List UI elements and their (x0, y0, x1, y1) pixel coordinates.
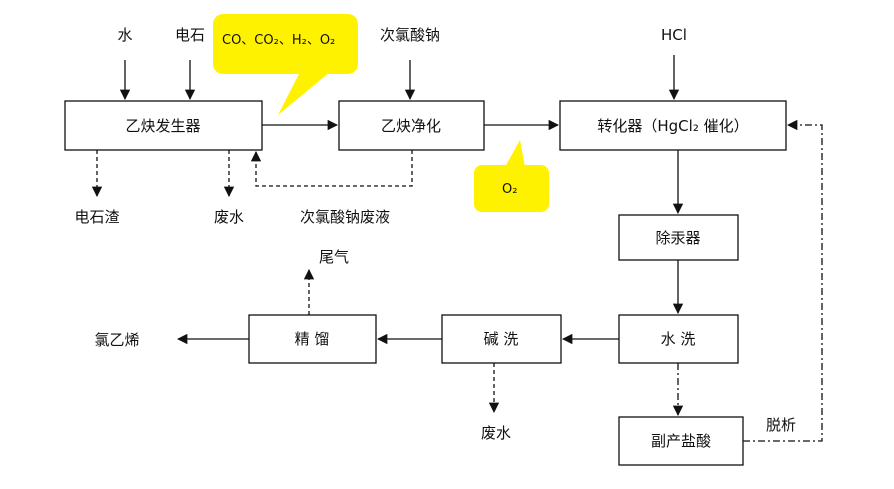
alkali-wash-box: 碱 洗 (441, 314, 562, 364)
hypochlorite-recycle-arrow (250, 150, 413, 187)
rectification-label: 精 馏 (295, 330, 330, 348)
hypochlorite-input-label: 次氯酸钠 (380, 26, 440, 44)
desorption-label: 脱析 (766, 416, 796, 434)
acetylene-generator-label: 乙炔发生器 (125, 117, 200, 135)
water-wash-label: 水 洗 (661, 330, 696, 348)
carbide-input-label: 电石 (175, 26, 205, 44)
rectification-box: 精 馏 (248, 314, 377, 364)
acetylene-generator-box: 乙炔发生器 (64, 100, 263, 151)
oxygen-callout-text: O₂ (502, 182, 517, 197)
alkali-wash-label: 碱 洗 (484, 330, 519, 348)
desorption-recycle-arrow (743, 119, 823, 442)
vinyl-chloride-label: 氯乙烯 (94, 331, 139, 349)
carbide-slag-label: 电石渣 (74, 208, 119, 226)
impurity-callout: CO、CO₂、H₂、O₂ (213, 14, 358, 115)
byproduct-acid-label: 副产盐酸 (651, 432, 711, 450)
waste-water-1-label: 废水 (214, 208, 244, 226)
acetylene-purification-box: 乙炔净化 (338, 100, 485, 151)
hcl-input-label: HCl (661, 26, 687, 44)
converter-box: 转化器（HgCl₂ 催化） (559, 100, 787, 151)
water-input-label: 水 (117, 26, 132, 44)
water-wash-box: 水 洗 (618, 314, 739, 364)
impurity-callout-text: CO、CO₂、H₂、O₂ (222, 33, 335, 48)
waste-water-2-label: 废水 (481, 424, 511, 442)
mercury-removal-label: 除汞器 (655, 229, 700, 247)
oxygen-callout: O₂ (474, 140, 549, 212)
mercury-removal-box: 除汞器 (618, 214, 739, 261)
byproduct-acid-box: 副产盐酸 (618, 416, 744, 466)
acetylene-purification-label: 乙炔净化 (381, 117, 441, 135)
tail-gas-label: 尾气 (319, 248, 349, 266)
converter-label: 转化器（HgCl₂ 催化） (597, 117, 748, 135)
waste-hypochlorite-label: 次氯酸钠废液 (300, 208, 390, 226)
